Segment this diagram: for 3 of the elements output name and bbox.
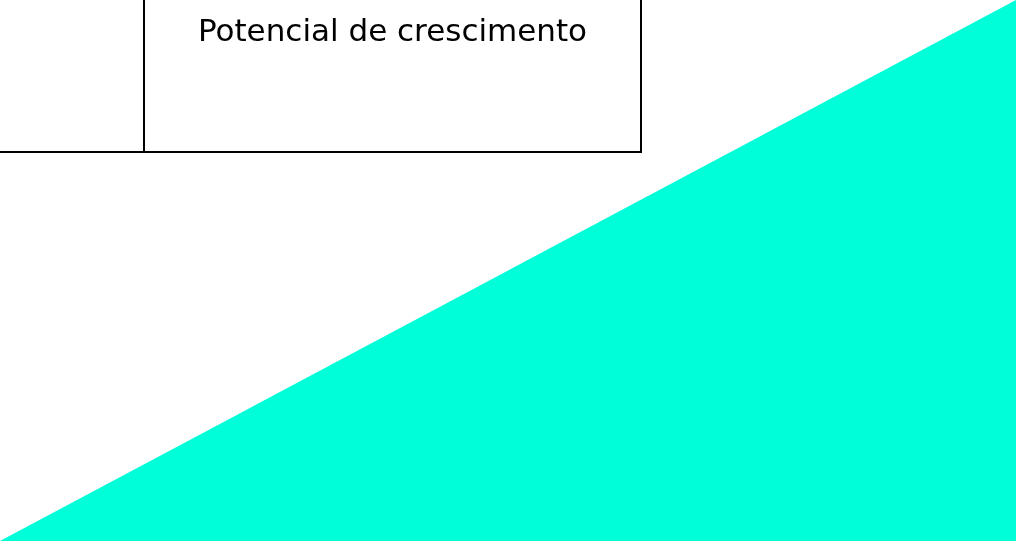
cell-text: Potencial de crescimento: [197, 12, 588, 48]
table-cell: [0, 0, 145, 153]
table-cell: [145, 0, 642, 153]
